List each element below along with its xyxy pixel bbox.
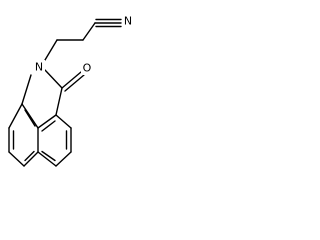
nitrile-n-label: N bbox=[124, 15, 132, 28]
bond-c8b-c8 bbox=[8, 103, 23, 129]
bond-c4-c5 bbox=[55, 151, 72, 167]
side-chain bbox=[44, 18, 122, 61]
bond-c8b-c8a-inner bbox=[24, 109, 36, 127]
bond-n1-c8b bbox=[21, 74, 32, 105]
carbonyl-bond-b bbox=[64, 74, 85, 92]
naphthalene-core bbox=[8, 103, 72, 167]
bond-c8b-c2a-junction bbox=[21, 103, 39, 129]
bond-c2-c2a bbox=[55, 87, 63, 116]
carbonyl-o-label-bg bbox=[81, 61, 93, 75]
bond-c2a-c3 bbox=[55, 114, 72, 129]
nitrile-n-label-bg bbox=[122, 14, 133, 28]
bond-c7-c6 bbox=[8, 151, 25, 167]
bond-c8a-c2a-inner bbox=[41, 120, 56, 132]
bond-cb-cnitrile bbox=[82, 22, 96, 41]
lactam-ring bbox=[21, 69, 85, 129]
bond-c5-c5a-inner bbox=[41, 150, 56, 162]
bond-n1-ca bbox=[44, 39, 58, 61]
molecule-structure-diagram: N N O bbox=[8, 14, 133, 167]
bond-c5-c5a bbox=[37, 151, 57, 167]
ring-n-label: N bbox=[35, 61, 43, 74]
bond-c6-c5a-inner bbox=[24, 150, 35, 162]
atom-labels: N N O bbox=[33, 14, 133, 75]
ring-n-label-bg bbox=[33, 60, 45, 75]
bond-n1-c2 bbox=[44, 69, 63, 89]
structure-canvas: N N O bbox=[0, 0, 146, 204]
carbonyl-o-label: O bbox=[83, 62, 92, 75]
carbonyl-bond-a bbox=[61, 71, 82, 89]
bond-c6-c5a bbox=[23, 151, 39, 167]
bond-c8a-c2a bbox=[37, 114, 57, 129]
